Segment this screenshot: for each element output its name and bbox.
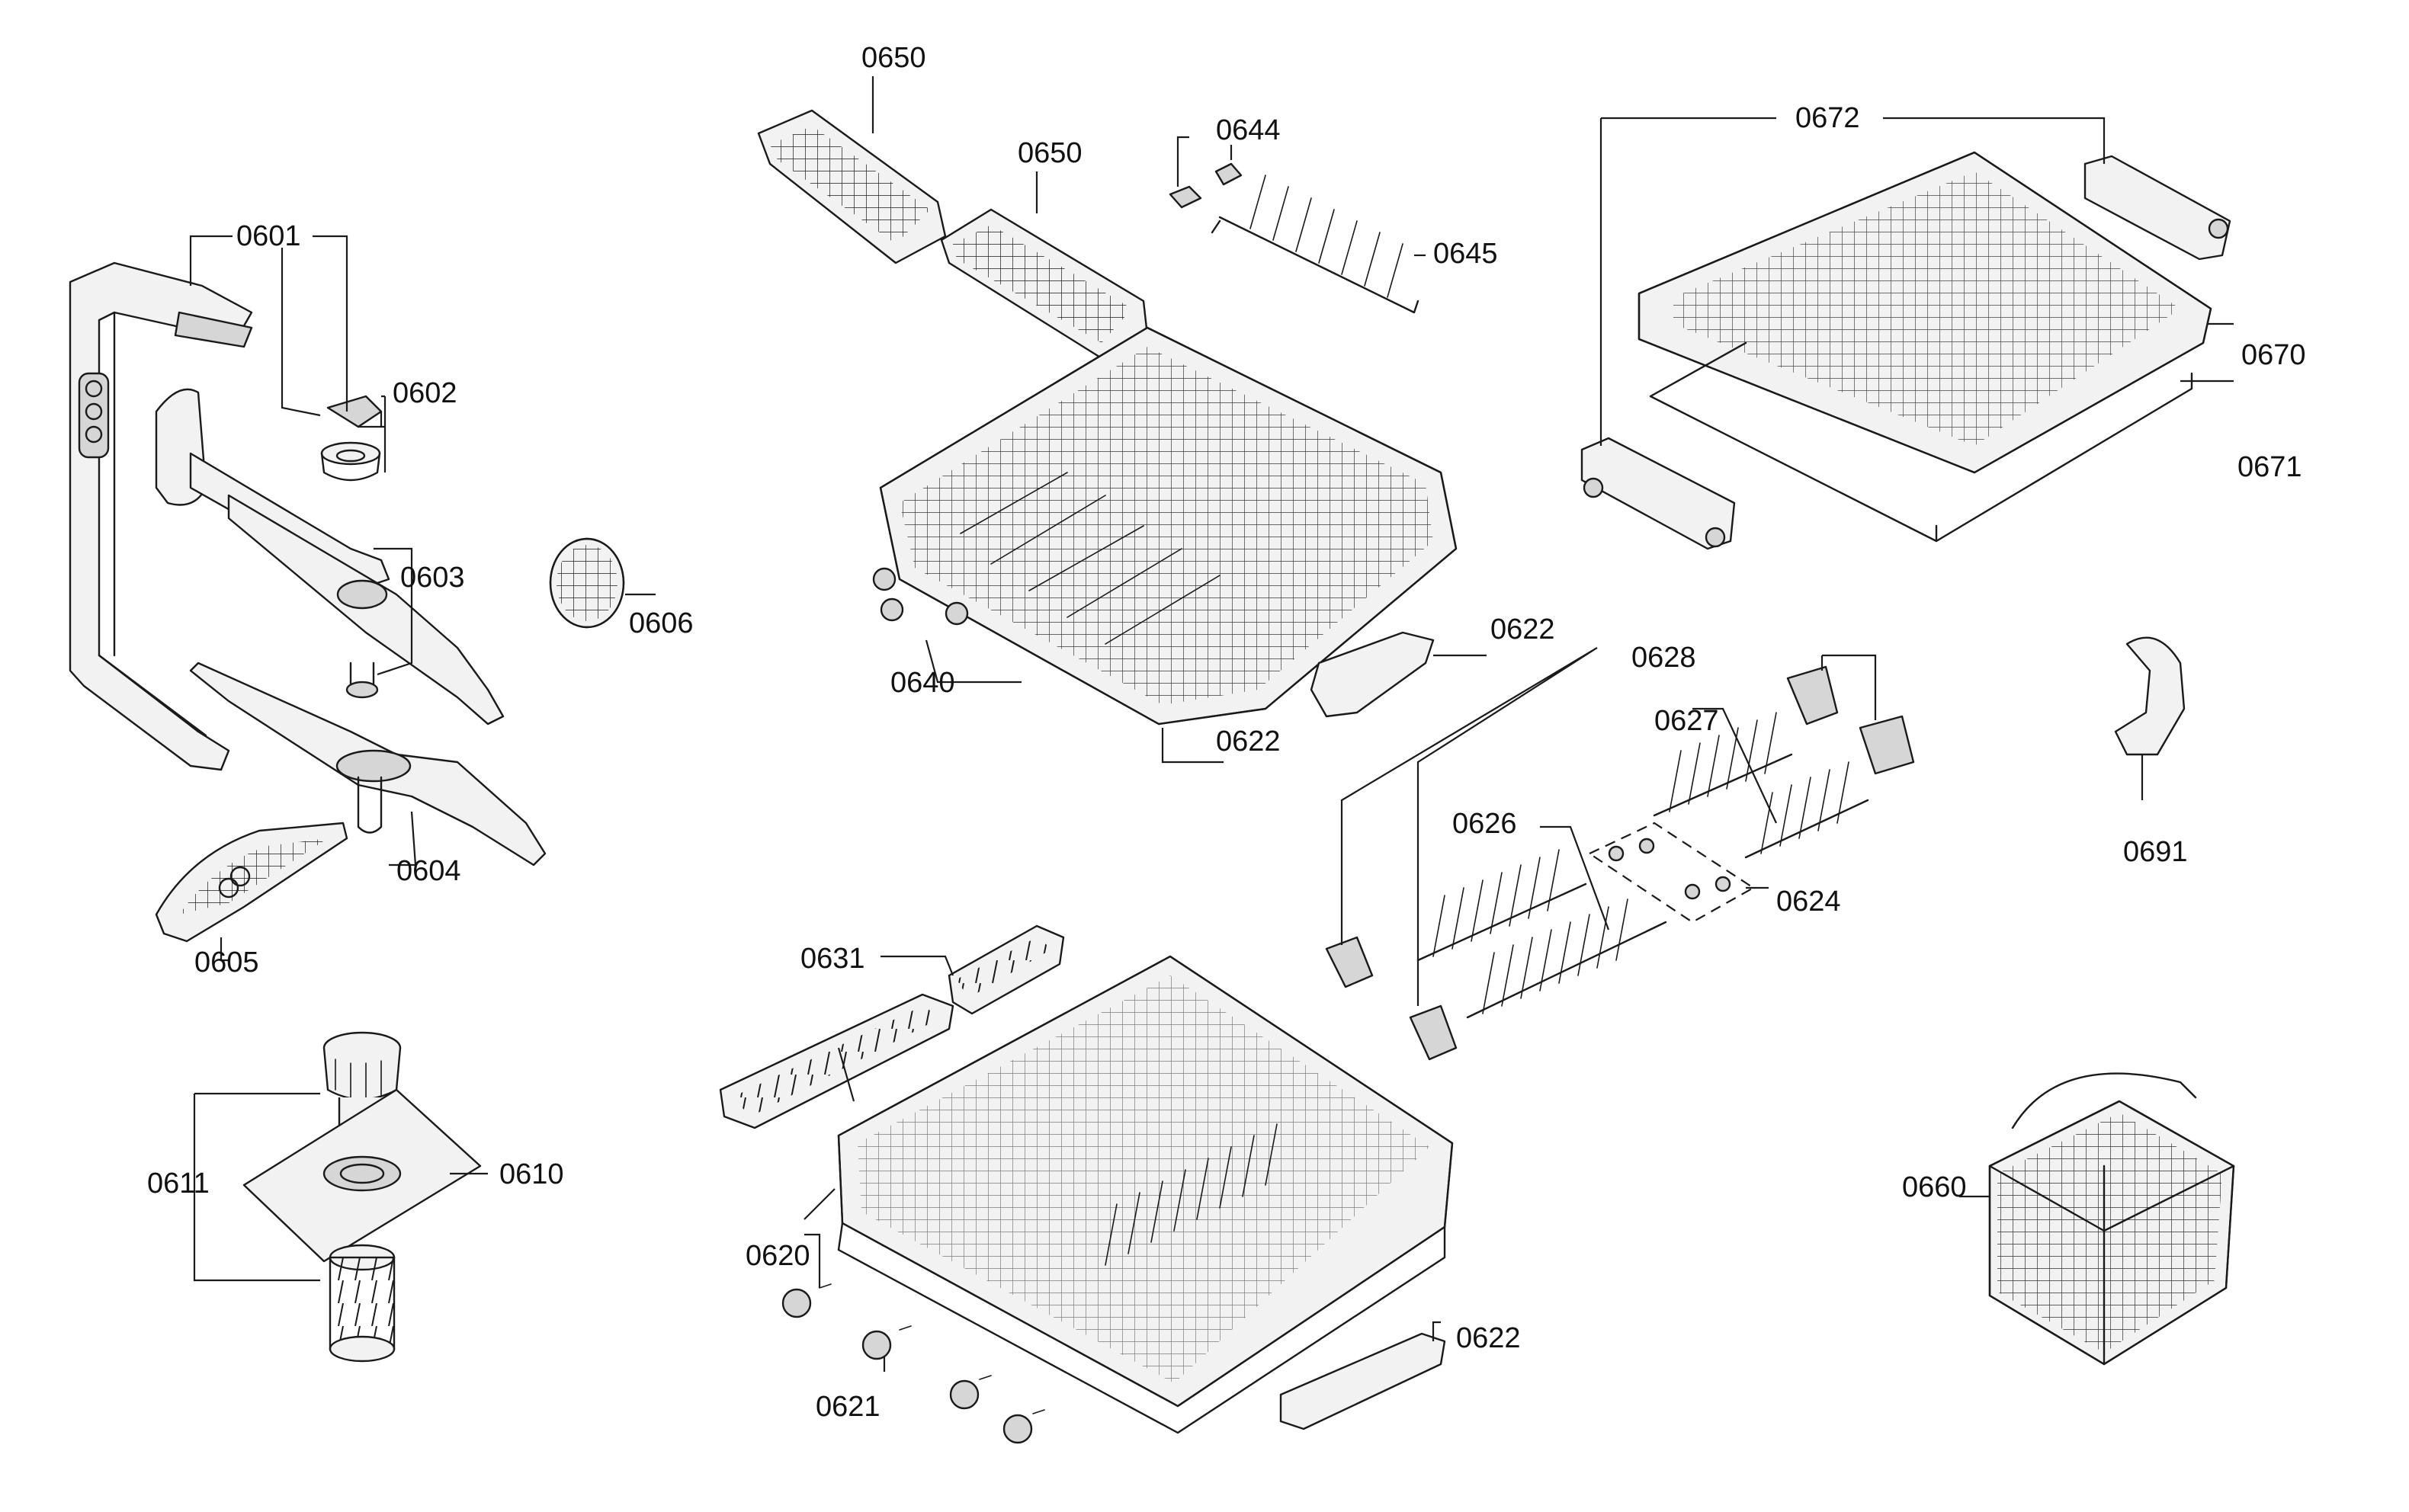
tine-row-0627-b [1744, 761, 1869, 859]
callout-0670: 0670 [2241, 339, 2306, 371]
callout-0611: 0611 [147, 1168, 210, 1200]
callout-0602: 0602 [393, 377, 457, 409]
tine-inserts-0631 [719, 924, 1065, 1129]
callout-0640: 0640 [890, 667, 955, 699]
callout-0622-a: 0622 [1490, 613, 1555, 645]
callout-0644: 0644 [1216, 114, 1281, 146]
callout-0672: 0672 [1795, 102, 1860, 134]
callout-0620: 0620 [746, 1240, 810, 1272]
callout-labels: 0601 0602 0603 0606 0604 0605 0611 0610 … [147, 42, 2306, 1423]
callout-0622-b: 0622 [1216, 726, 1281, 758]
spray-arm-bearing-0602 [320, 395, 383, 482]
callout-0671: 0671 [2237, 451, 2302, 483]
tine-row-0626-b [1466, 899, 1667, 1019]
callout-0603: 0603 [400, 562, 465, 594]
callout-0605: 0605 [194, 947, 259, 979]
handle-0622-lower [1279, 1332, 1446, 1430]
handle-0622-upper [1310, 631, 1435, 718]
clips-0624 [1587, 822, 1756, 924]
callout-0691: 0691 [2123, 836, 2188, 868]
cutlery-tray-0670 [1638, 151, 2212, 474]
clip-0691 [2114, 636, 2186, 756]
callout-0606: 0606 [629, 607, 694, 639]
callout-0660: 0660 [1902, 1171, 1967, 1203]
spray-cover-0605 [155, 822, 348, 943]
clips-0644 [1169, 162, 1243, 209]
cup-shelf-0650-b [940, 208, 1149, 360]
leader-lines [189, 76, 2234, 1372]
upper-rack-0640 [872, 326, 1458, 726]
tine-row-0626-a [1416, 849, 1587, 962]
upper-spray-arm-0603 [155, 388, 505, 726]
tray-rail-0672-left [1580, 437, 1736, 550]
folding-tines-0645 [1211, 175, 1419, 314]
callout-0622-c: 0622 [1456, 1322, 1521, 1354]
callout-0601: 0601 [236, 220, 301, 252]
tray-rail-0672-right [2083, 155, 2231, 261]
callout-0626: 0626 [1452, 808, 1517, 840]
callout-0628: 0628 [1631, 642, 1696, 674]
tine-row-0627-a [1653, 712, 1793, 817]
lower-spray-arm-0604 [189, 662, 547, 867]
callout-0621: 0621 [816, 1391, 881, 1423]
callout-0650-a: 0650 [861, 42, 926, 74]
wheels-0620-0621 [781, 1283, 1045, 1444]
callout-0645: 0645 [1433, 238, 1498, 270]
callout-0650-b: 0650 [1018, 137, 1083, 169]
feed-tube-0601 [69, 261, 253, 771]
callout-0604: 0604 [396, 855, 461, 887]
callout-0610: 0610 [499, 1158, 564, 1190]
cup-shelf-0650-a [757, 109, 947, 264]
cutlery-basket-0660 [1988, 1072, 2235, 1366]
hinges-0628 [1325, 665, 1915, 1061]
filter-assembly-0610-0611 [242, 1031, 482, 1363]
callout-0627: 0627 [1654, 705, 1719, 737]
disc-0606 [549, 537, 625, 629]
lower-rack [837, 955, 1454, 1434]
callout-0624: 0624 [1776, 886, 1841, 918]
callout-0631: 0631 [800, 943, 865, 975]
